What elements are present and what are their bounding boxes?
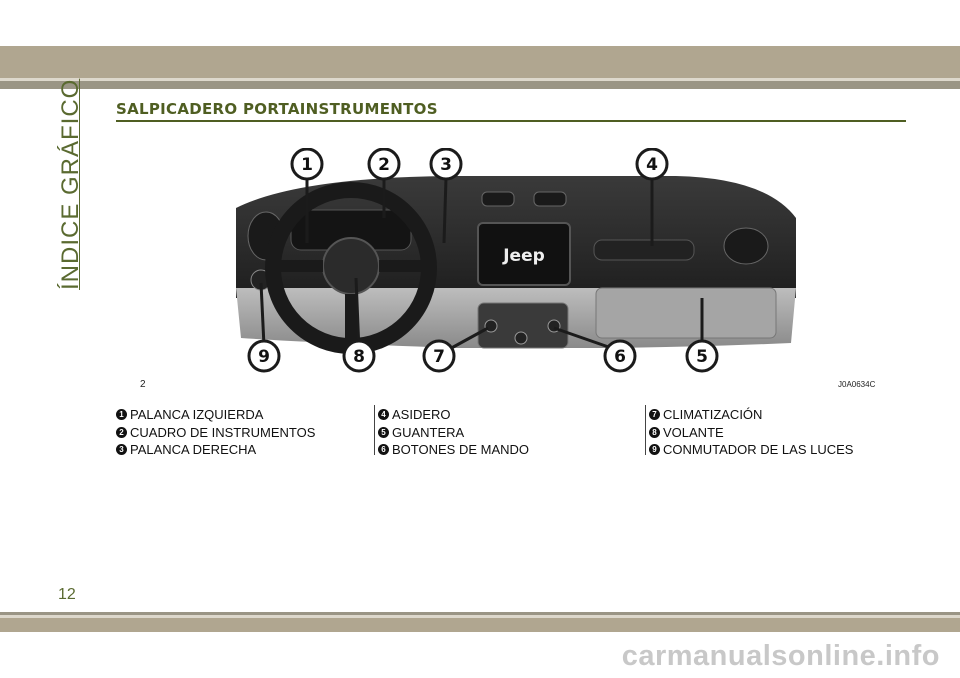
legend-label: PALANCA IZQUIERDA bbox=[130, 407, 264, 422]
callout-1: 1 bbox=[301, 155, 313, 175]
legend-label: CUADRO DE INSTRUMENTOS bbox=[130, 424, 316, 440]
legend-number-badge: 9 bbox=[649, 444, 660, 456]
footer-rule bbox=[0, 615, 960, 618]
header-band bbox=[0, 46, 960, 78]
side-section-title: ÍNDICE GRÁFICO bbox=[57, 78, 84, 290]
legend-label: BOTONES DE MANDO bbox=[392, 442, 530, 457]
header-rule bbox=[0, 78, 960, 81]
callout-group: 1 2 3 4 5 6 7 8 9 bbox=[247, 148, 719, 373]
legend-divider bbox=[374, 405, 375, 455]
title-underline bbox=[116, 120, 906, 122]
footer-rule-dark bbox=[0, 612, 960, 615]
callout-9: 9 bbox=[258, 347, 270, 367]
legend-label: PALANCA DERECHA bbox=[130, 442, 257, 457]
watermark: carmanualsonline.info bbox=[621, 640, 940, 672]
callout-4: 4 bbox=[646, 155, 658, 175]
legend-number-badge: 8 bbox=[649, 426, 660, 438]
legend-label: CLIMATIZACIÓN bbox=[663, 407, 763, 422]
legend-label: VOLANTE bbox=[663, 424, 724, 440]
legend-label: ASIDERO bbox=[392, 407, 451, 422]
header-rule-dark bbox=[0, 81, 960, 89]
legend-divider bbox=[645, 405, 646, 455]
page-number: 12 bbox=[58, 586, 76, 603]
legend-number-badge: 1 bbox=[116, 409, 127, 421]
legend-number-badge: 7 bbox=[649, 409, 660, 421]
legend-number-badge: 6 bbox=[378, 444, 389, 456]
callout-6: 6 bbox=[614, 347, 626, 367]
dashboard-illustration: Jeep bbox=[116, 148, 906, 396]
page-title: SALPICADERO PORTAINSTRUMENTOS bbox=[116, 100, 438, 118]
legend-number-badge: 2 bbox=[116, 426, 127, 438]
legend-number-badge: 5 bbox=[378, 426, 389, 438]
legend-number-badge: 3 bbox=[116, 444, 127, 456]
footer-band bbox=[0, 618, 960, 632]
legend-number-badge: 4 bbox=[378, 409, 389, 421]
callout-3: 3 bbox=[440, 155, 452, 175]
legend-label: CONMUTADOR DE LAS LUCES bbox=[663, 442, 854, 457]
callout-2: 2 bbox=[378, 155, 390, 175]
figure-number: 2 bbox=[140, 379, 146, 390]
callout-8: 8 bbox=[353, 347, 365, 367]
callout-7: 7 bbox=[433, 347, 445, 367]
callout-5: 5 bbox=[696, 347, 708, 367]
screen-logo: Jeep bbox=[502, 246, 545, 266]
legend-label: GUANTERA bbox=[392, 424, 465, 440]
figure-code: J0A0634C bbox=[838, 380, 876, 389]
